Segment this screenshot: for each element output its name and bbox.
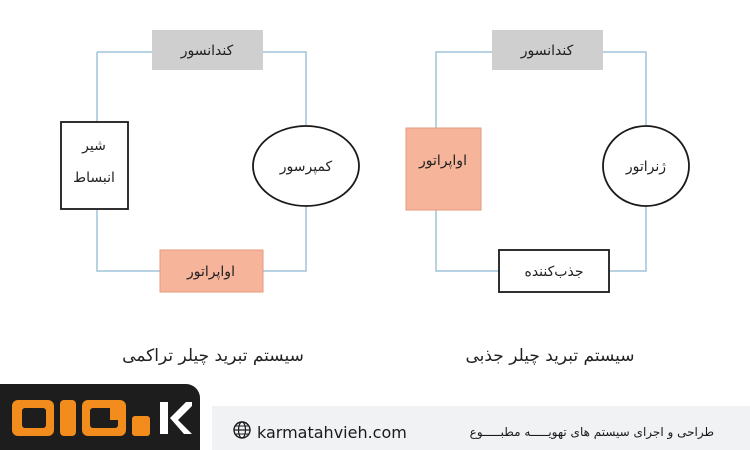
globe-icon: [233, 421, 251, 443]
brand-logo: [12, 400, 192, 436]
website-link[interactable]: karmatahvieh.com: [233, 420, 407, 444]
loop-line: [435, 210, 499, 272]
absorption-chiller-caption: سیستم تبرید چیلر جذبی: [465, 346, 635, 366]
absorber-box: [498, 249, 610, 293]
condenser-box: [152, 30, 263, 70]
evaporator-box: [405, 127, 482, 211]
loop-line: [603, 51, 647, 127]
company-tagline: طراحی و اجرای سیستم های تهویـــــه مطبــ…: [469, 425, 714, 439]
evaporator-label: اواپراتور: [186, 264, 235, 280]
absorption-chiller-diagram: کندانسور ژنراتور اواپراتور جذب‌کننده: [405, 30, 690, 293]
generator-circle: [602, 125, 690, 207]
compressor-circle: [252, 125, 360, 207]
loop-line: [263, 51, 307, 127]
expansion-valve-label-line2: انبساط: [73, 170, 115, 186]
expansion-valve-box: [60, 121, 129, 210]
loop-line: [435, 51, 492, 128]
compression-chiller-caption: سیستم تبرید چیلر تراکمی: [122, 346, 304, 366]
footer-strip: [212, 406, 750, 450]
expansion-valve-label-line1: شیر: [81, 138, 106, 154]
condenser-label: کندانسور: [180, 43, 234, 59]
compressor-label: کمپرسور: [279, 159, 333, 175]
loop-line: [609, 206, 647, 272]
loop-line: [263, 206, 307, 272]
evaporator-box: [159, 249, 264, 293]
absorber-label: جذب‌کننده: [525, 264, 584, 280]
evaporator-label: اواپراتور: [418, 153, 467, 169]
chiller-diagrams: کندانسور کمپرسور شیر انبساط اواپراتور کن…: [60, 30, 690, 293]
compression-chiller-diagram: کندانسور کمپرسور شیر انبساط اواپراتور: [60, 30, 360, 293]
loop-line: [96, 209, 160, 272]
website-text: karmatahvieh.com: [257, 422, 407, 442]
generator-label: ژنراتور: [625, 159, 666, 175]
condenser-label: کندانسور: [520, 43, 574, 59]
condenser-box: [492, 30, 603, 70]
